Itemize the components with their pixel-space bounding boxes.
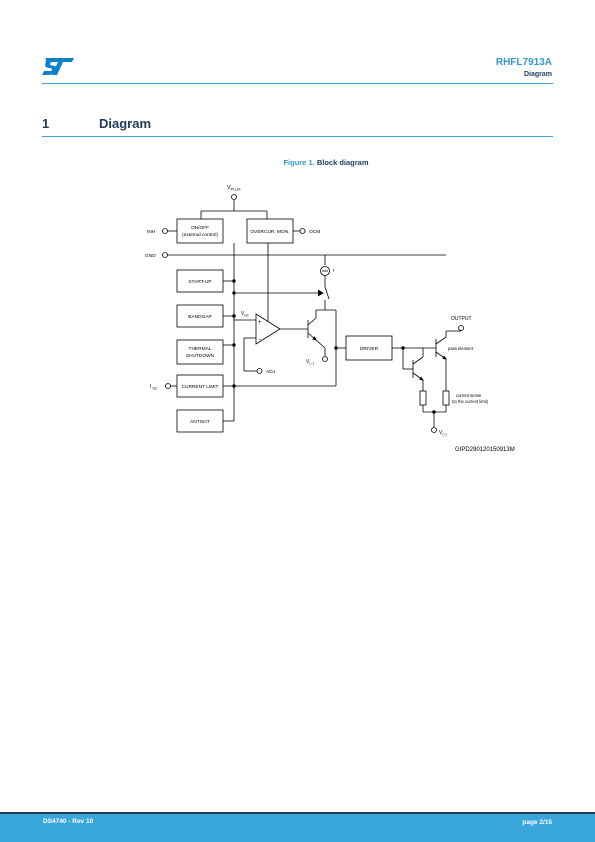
inh-label: INH [147, 229, 156, 235]
sense-resistor-2 [442, 390, 450, 406]
onoff-block [176, 218, 224, 244]
st-logo [42, 58, 74, 75]
antisat-label: ANTISAT [190, 419, 210, 425]
section-number: 1 [42, 116, 50, 131]
current-sense-sublabel: (to the current limit) [452, 399, 489, 404]
adj-label: ADJ [266, 369, 276, 375]
vplus-pin [231, 194, 237, 200]
header-divider [42, 83, 553, 84]
section-divider [42, 136, 553, 137]
thermal-sublabel: SHUTDOWN [186, 353, 215, 359]
footer-bar [0, 814, 595, 842]
document-title: RHFL7913A [495, 57, 552, 68]
figure-title: Block diagram [316, 158, 369, 167]
pass-element-label: pass element [448, 346, 474, 351]
gnd-pin [162, 252, 168, 258]
thermal-label: THERMAL [189, 346, 212, 352]
ocm-pin [299, 228, 306, 234]
current-sense-label: current sense [456, 393, 482, 398]
vminus-pin-1 [322, 356, 328, 362]
section-title: Diagram [99, 116, 152, 131]
output-label: OUTPUT [451, 316, 472, 322]
opamp-plus-sign: + [258, 320, 262, 326]
adj-pin [256, 368, 263, 374]
vminus-pin-2 [431, 427, 437, 433]
opamp-minus-sign: − [258, 337, 262, 343]
current-limit-label: CURRENT LIMIT [182, 384, 219, 390]
vminus-label-1: V(−) [306, 359, 314, 366]
isc-label: ISC [150, 384, 158, 391]
footer-divider [0, 812, 595, 814]
isc-pin [165, 383, 171, 389]
current-source-label: I [333, 268, 334, 273]
ocm-label: OCM [309, 229, 320, 235]
vplus-label: VPLUS [227, 185, 241, 192]
figure-caption: Figure 1. Block diagram [0, 158, 595, 167]
footer-doc-rev: DS4740 - Rev 10 [43, 818, 94, 825]
overcur-label: OVERCUR. MON. [250, 229, 289, 235]
inh-pin [162, 228, 168, 234]
figure-label: Figure 1. [283, 158, 315, 167]
overcur-block [246, 218, 294, 244]
figure-code: GIPD290120150913M [455, 447, 515, 453]
gnd-label: GND [145, 253, 156, 259]
thermal-shutdown-block [176, 339, 224, 365]
driver-label: DRIVER [360, 346, 379, 352]
sense-resistor-1 [419, 390, 427, 406]
footer-page-number: page 2/15 [522, 819, 552, 826]
onoff-sublabel: (external control) [182, 232, 218, 238]
vref-label: Vref [241, 311, 249, 318]
onoff-label: ON/OFF [191, 225, 209, 231]
vminus-label-2: V(−) [439, 430, 447, 437]
startup-label: START-UP [188, 279, 211, 285]
output-pin [458, 325, 464, 331]
driver-block [345, 335, 393, 361]
header-section-name: Diagram [523, 71, 552, 78]
bandgap-label: BANDGAP [188, 314, 211, 320]
